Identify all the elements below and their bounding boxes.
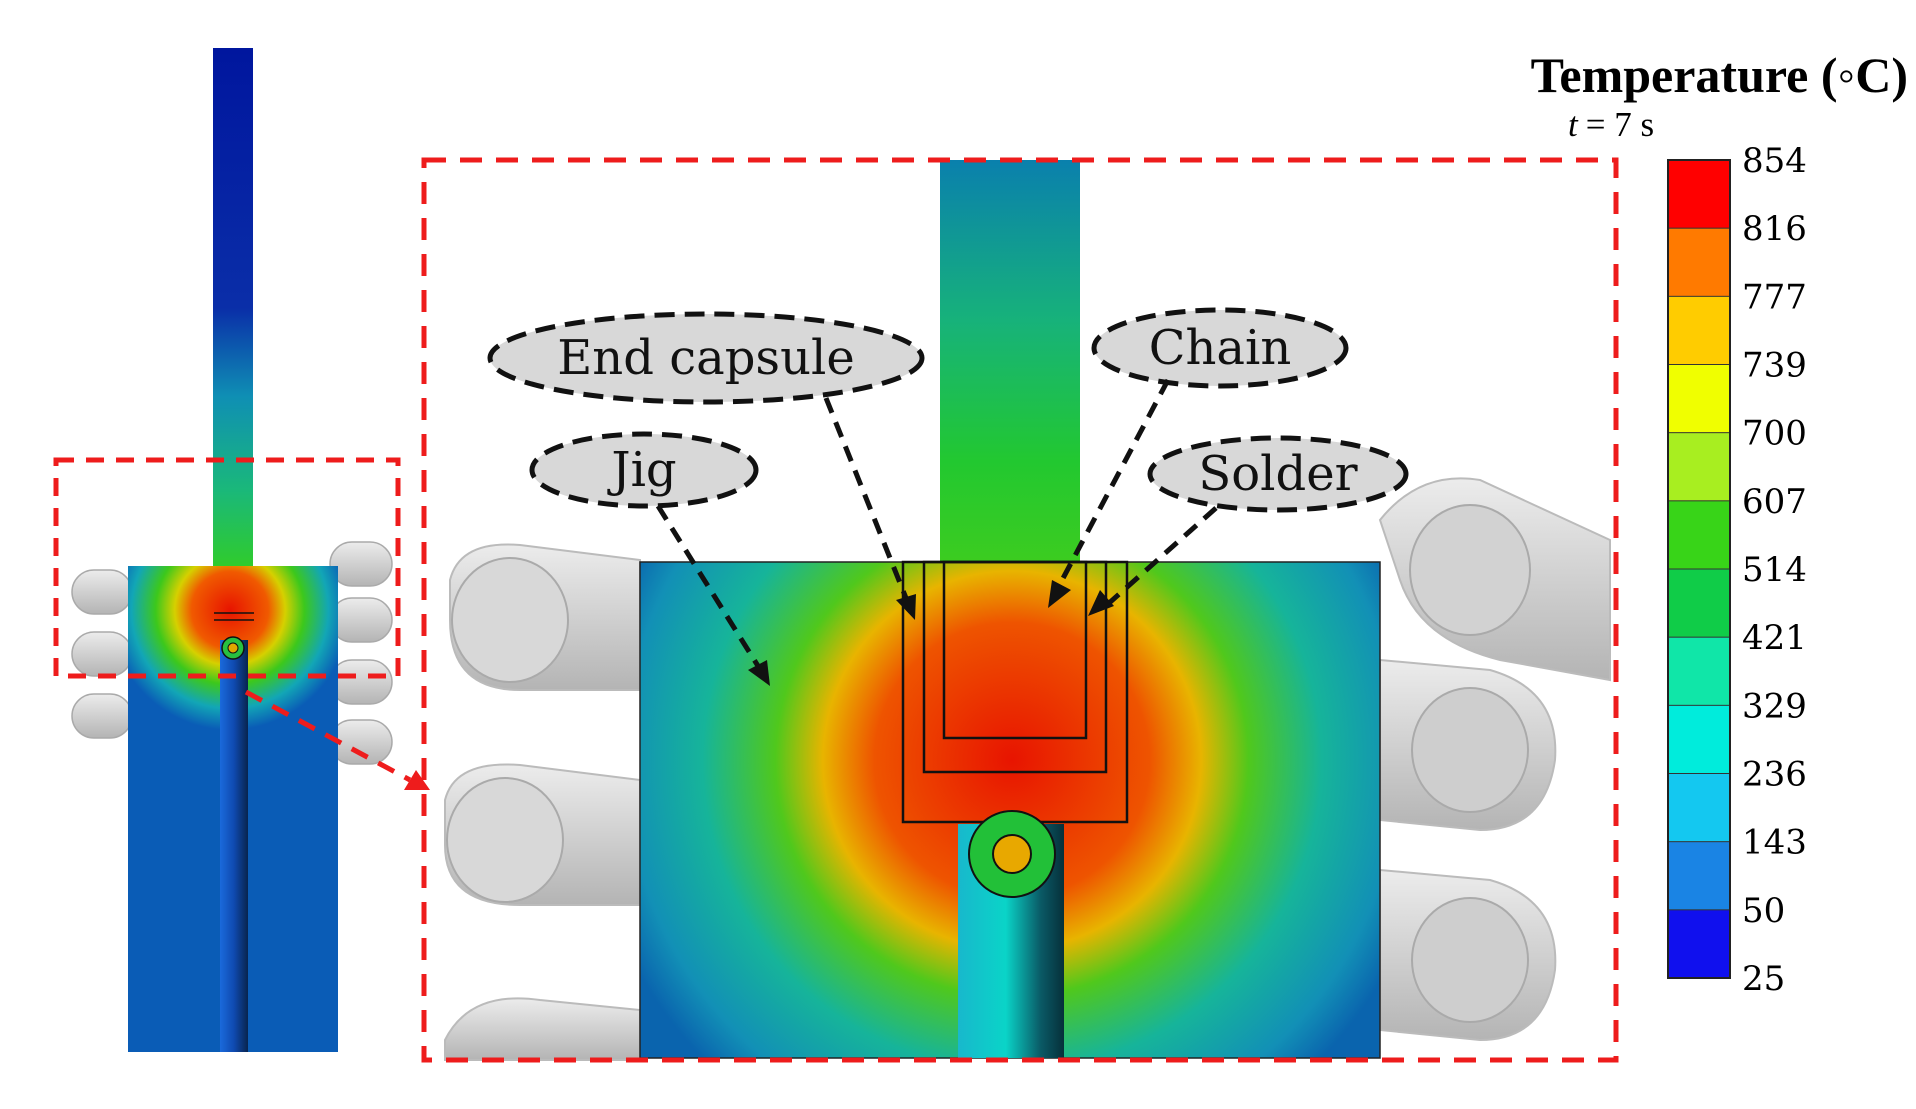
colorbar-tick-label: 143 — [1742, 823, 1807, 863]
callout-solder-label: Solder — [1198, 446, 1357, 502]
colorbar-tick-label: 854 — [1742, 141, 1807, 181]
colorbar-band — [1667, 227, 1731, 298]
colorbar-tick-label: 777 — [1742, 277, 1807, 317]
colorbar-band — [1667, 704, 1731, 775]
colorbar-tick-label: 421 — [1742, 618, 1807, 658]
colorbar-band — [1667, 841, 1731, 911]
overview-zoom-frame — [53, 457, 401, 679]
callout-jig-label: Jig — [606, 442, 676, 498]
colorbar-band — [1667, 636, 1731, 707]
time-label: t= 7 s — [1568, 105, 1654, 144]
overview-model — [53, 48, 401, 1052]
chain-outline — [942, 560, 1088, 740]
colorbar-tick-label: 816 — [1742, 209, 1807, 249]
coil-turn — [71, 693, 133, 739]
callout-jig: Jig — [529, 431, 770, 686]
zoom-connector-arrow — [244, 689, 430, 790]
colorbar-band — [1667, 159, 1731, 230]
colorbar-tick-labels: 854 816 777 739 700 607 514 421 329 236 143 50 25 — [1742, 141, 1807, 999]
colorbar-frame — [1667, 159, 1731, 979]
callout-chain-label: Chain — [1149, 320, 1292, 376]
colorbar-band — [1667, 773, 1731, 843]
upper-rod — [940, 160, 1080, 562]
callout-end-capsule: End capsule — [487, 311, 925, 620]
coil-turn — [71, 631, 133, 677]
callout-end-capsule-label: End capsule — [557, 330, 854, 386]
callout-end-capsule-arrow — [823, 397, 909, 599]
chain-link-inner — [992, 834, 1032, 874]
colorbar-band — [1667, 568, 1731, 639]
colorbar-tick-label: 739 — [1742, 346, 1807, 386]
colorbar-band — [1667, 295, 1731, 366]
colorbar-tick-label: 329 — [1742, 686, 1807, 726]
arrowhead-icon — [896, 594, 916, 620]
colorbar-band — [1667, 364, 1731, 434]
colorbar — [1667, 159, 1731, 979]
callout-jig-arrow — [655, 504, 761, 668]
callout-chain-arrow — [1057, 378, 1171, 586]
coil-turn — [71, 569, 133, 615]
overview-slot — [220, 640, 248, 1052]
arrowhead-icon — [1048, 580, 1071, 608]
colorbar-tick-label: 236 — [1742, 755, 1807, 795]
colorbar-tick-label: 50 — [1742, 891, 1785, 931]
coil-turn — [444, 997, 641, 1061]
overview-upper-rod — [213, 48, 253, 568]
colorbar-tick-label: 607 — [1742, 482, 1807, 522]
capsule-outlines — [901, 560, 1129, 824]
arrowhead-icon — [1088, 590, 1114, 616]
zoom-frame — [421, 157, 1619, 1063]
coil-turn — [329, 659, 393, 705]
callouts: End capsule Chain Jig Solder — [487, 307, 1409, 686]
zoomed-detail-view — [421, 157, 1619, 1063]
temperature-legend: Temperature (◦C) t= 7 s 854 816 777 739 700 6… — [1531, 47, 1908, 999]
colorbar-band — [1667, 909, 1731, 979]
colorbar-tick-label: 514 — [1742, 550, 1807, 590]
induction-coils — [444, 477, 1611, 1061]
colorbar-tick-label: 25 — [1742, 959, 1785, 999]
colorbar-band — [1667, 432, 1731, 502]
callout-solder: Solder — [1088, 435, 1409, 616]
colorbar-band — [1667, 500, 1731, 571]
legend-title: Temperature (◦C) — [1531, 47, 1908, 103]
arrowhead-icon — [748, 660, 770, 686]
callout-chain: Chain — [1048, 307, 1349, 608]
coil-turn — [329, 597, 393, 643]
coil-turn — [329, 541, 393, 587]
colorbar-tick-label: 700 — [1742, 414, 1807, 454]
